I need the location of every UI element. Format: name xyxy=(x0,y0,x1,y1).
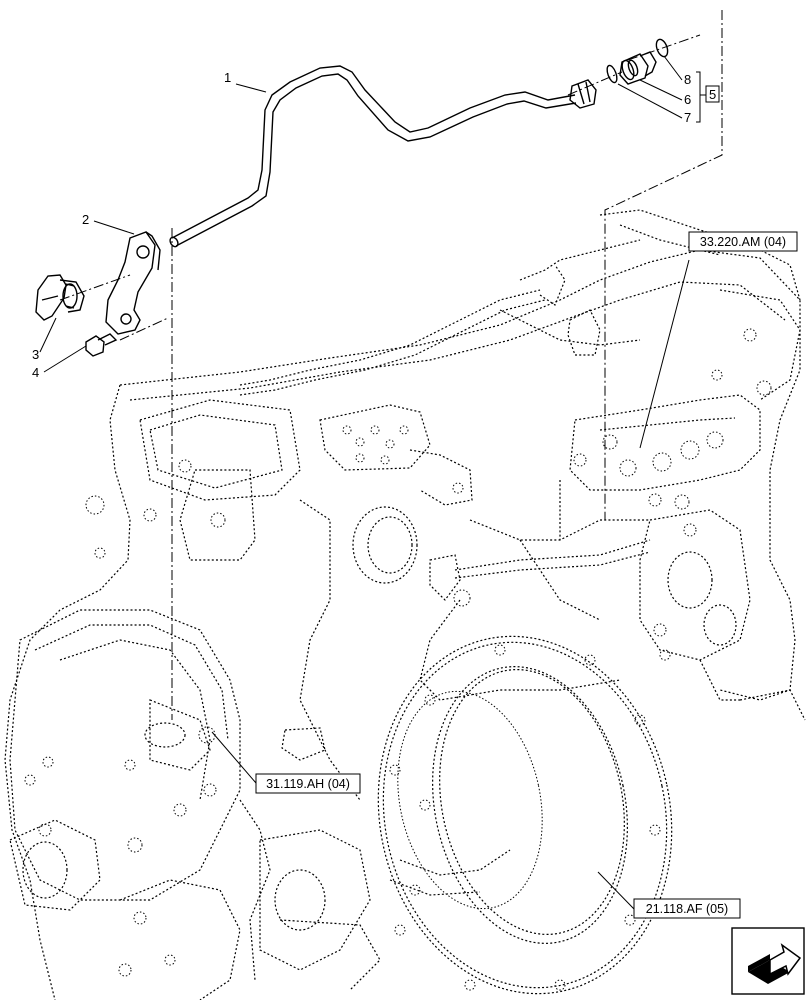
transmission-housing-ghost xyxy=(4,209,806,1000)
callout-4: 4 xyxy=(32,365,39,380)
tube-assembly xyxy=(169,65,597,248)
callout-3: 3 xyxy=(32,347,39,362)
callout-8: 8 xyxy=(684,72,691,87)
callout-5: 5 xyxy=(709,87,716,102)
callout-2: 2 xyxy=(82,212,89,227)
callout-6: 6 xyxy=(684,92,691,107)
quick-coupler xyxy=(35,274,85,321)
ref-box-mid xyxy=(255,773,361,794)
ref-box-top xyxy=(688,231,798,252)
assembly-guide-lines xyxy=(59,10,723,720)
ref-label-top: 33.220.AM (04) xyxy=(700,235,786,249)
fitting-and-seals xyxy=(606,38,669,85)
ref-label-mid: 31.119.AH (04) xyxy=(266,777,350,791)
leader-lines xyxy=(39,55,706,910)
reference-labels: 33.220.AM (04) 31.119.AH (04) 21.118.AF … xyxy=(255,231,798,919)
bolt xyxy=(85,333,118,357)
callouts: 1 2 3 4 8 6 7 5 xyxy=(32,70,720,380)
ref-box-bottom xyxy=(633,898,741,919)
ref-label-bottom: 21.118.AF (05) xyxy=(646,902,728,916)
callout-7: 7 xyxy=(684,110,691,125)
callout-5-box xyxy=(705,85,720,103)
callout-1: 1 xyxy=(224,70,231,85)
bracket xyxy=(105,231,161,335)
next-page-arrow-icon[interactable] xyxy=(731,927,805,995)
